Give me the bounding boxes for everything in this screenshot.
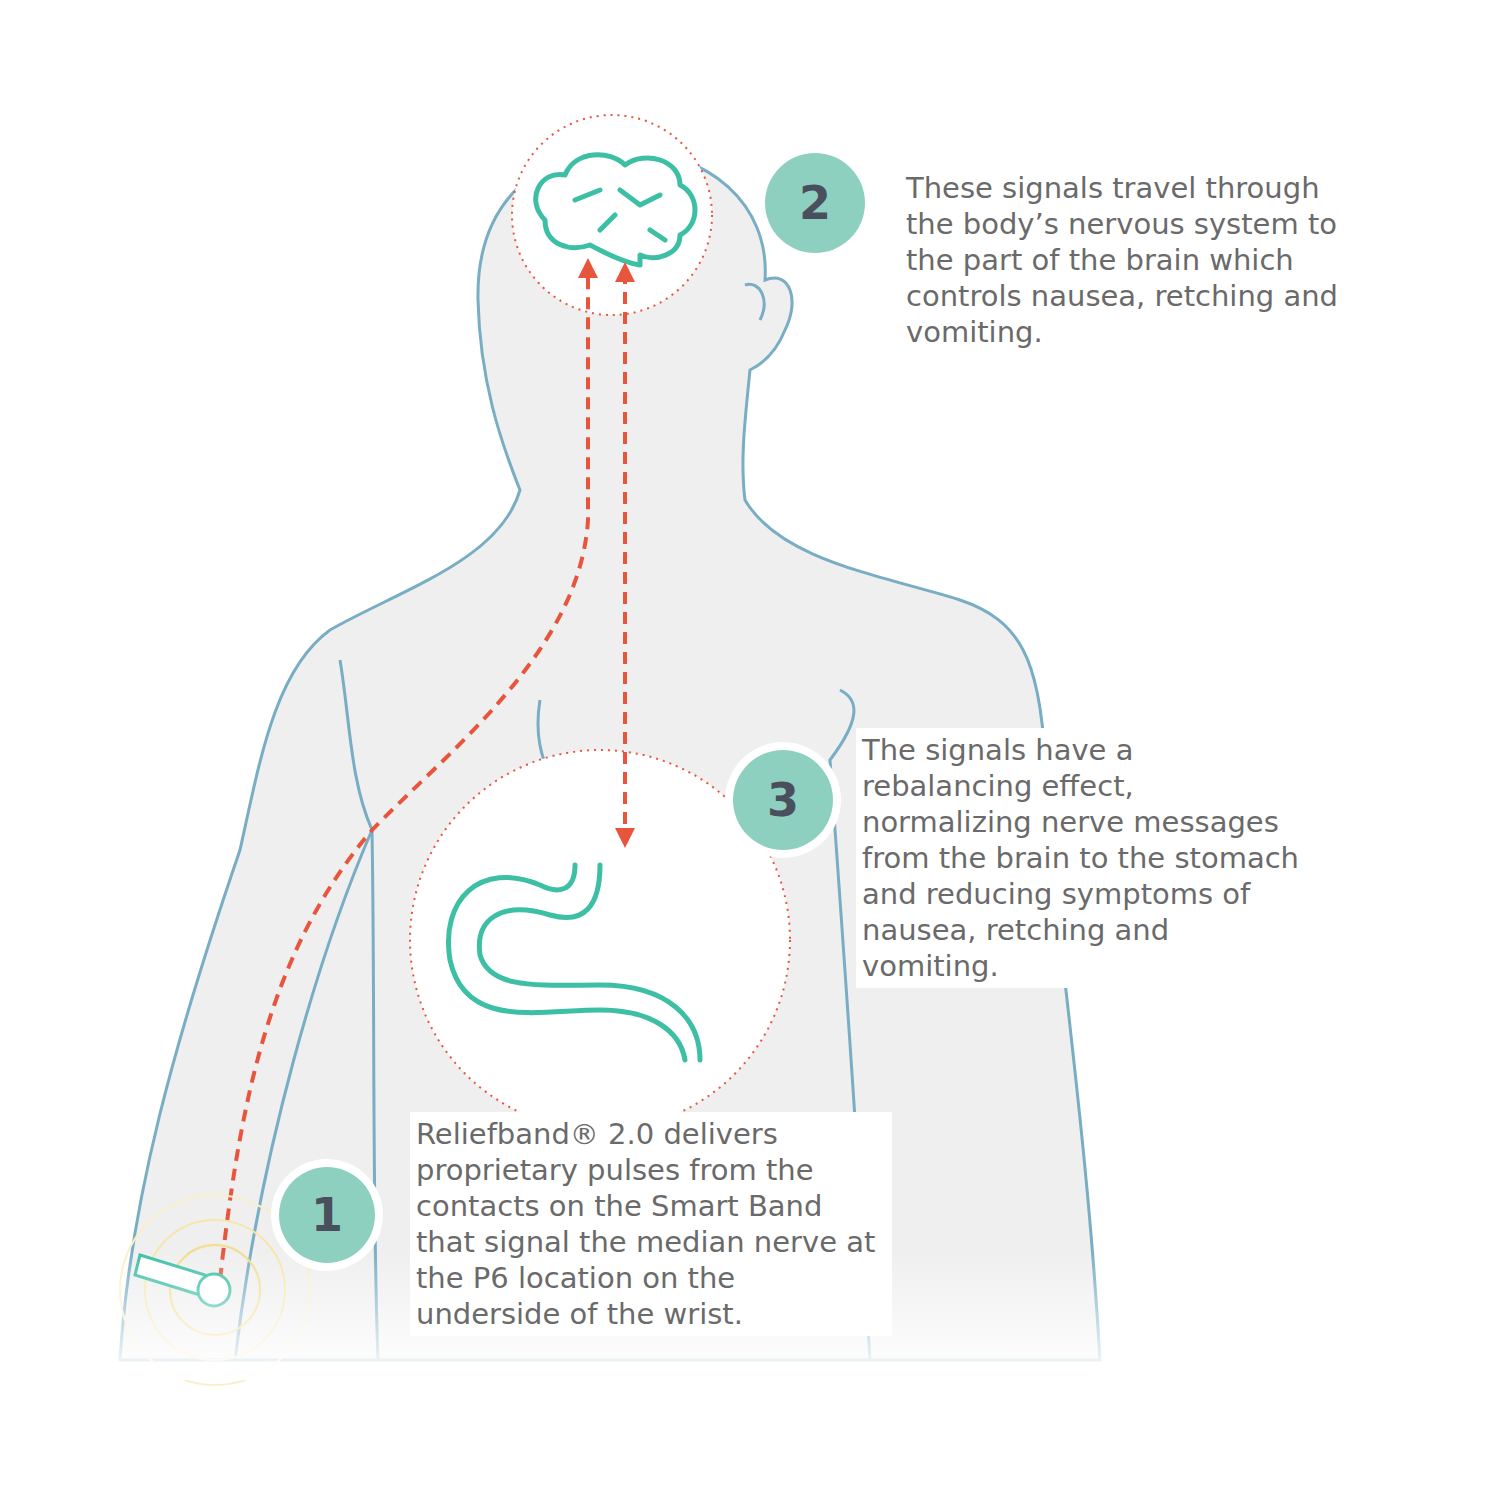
signal-path [623, 272, 627, 838]
callout-circle: 1 [279, 1167, 375, 1263]
stomach-icon [448, 865, 700, 1060]
callout-number: 2 [799, 180, 831, 226]
callout-text: Reliefband® 2.0 delivers proprietary pul… [410, 1112, 892, 1336]
callout-number: 1 [311, 1192, 343, 1238]
ear-line [745, 284, 764, 320]
callout-number: 3 [767, 777, 799, 823]
callout-text: These signals travel through the body’s … [900, 166, 1360, 354]
callout-circle: 2 [765, 153, 865, 253]
callout-circle: 3 [733, 750, 833, 850]
callout-text: The signals have a rebalancing effect, n… [856, 728, 1316, 988]
brain-icon [536, 155, 695, 265]
brain-circle [512, 115, 712, 315]
